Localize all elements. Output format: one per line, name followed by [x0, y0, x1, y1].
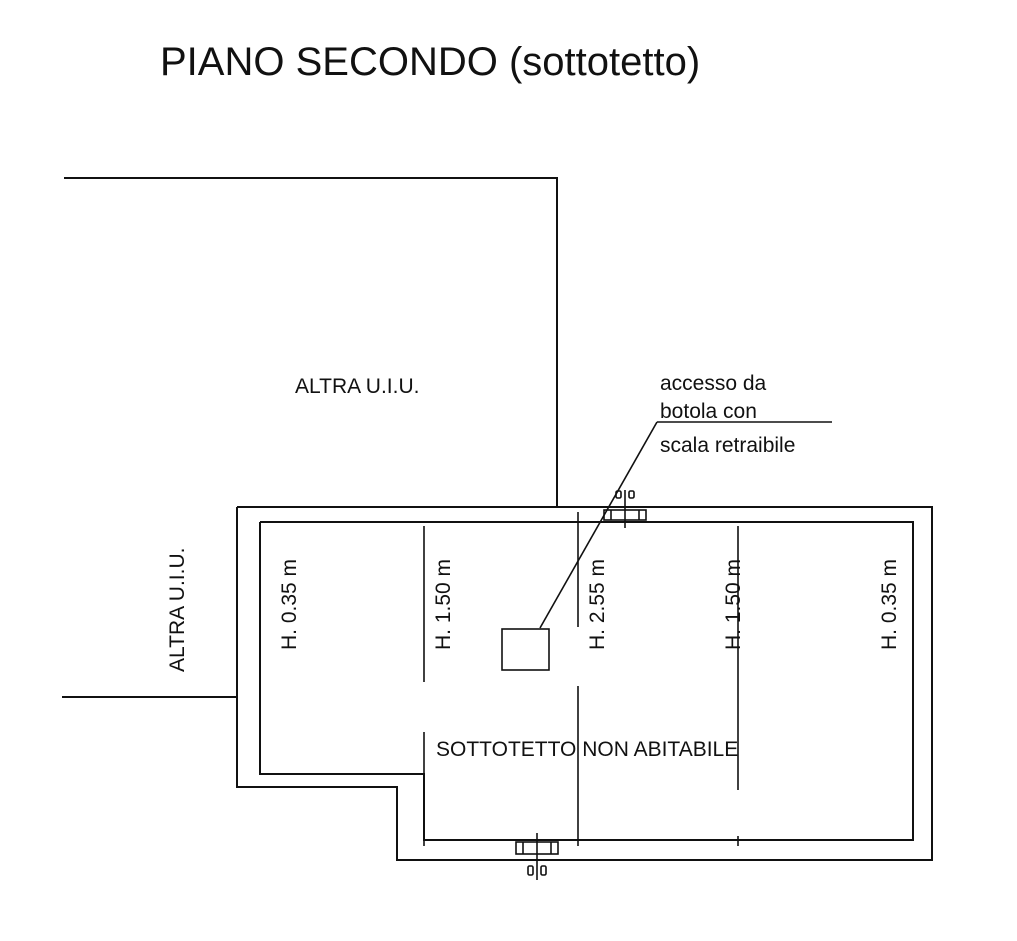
height-label: H. 1.50 m: [432, 559, 455, 650]
trapdoor-hatch: [501, 628, 550, 671]
access-note-line: accesso da: [660, 372, 767, 395]
area-label-left-neighbor: ALTRA U.I.U.: [166, 548, 189, 672]
access-note-line: botola con: [660, 400, 757, 423]
access-note-line: scala retraibile: [660, 434, 795, 457]
height-label: H. 0.35 m: [878, 559, 901, 650]
vent-symbol-top: [603, 490, 647, 528]
plan-title: PIANO SECONDO (sottotetto): [160, 40, 700, 84]
leader-line: [539, 421, 658, 629]
neighbor-unit-outline: [64, 177, 558, 507]
area-label-upper-neighbor: ALTRA U.I.U.: [295, 375, 419, 398]
height-label: H. 1.50 m: [722, 559, 745, 650]
height-label: H. 2.55 m: [586, 559, 609, 650]
vent-symbol-bottom: [515, 833, 559, 880]
height-label: H. 0.35 m: [278, 559, 301, 650]
outer-wall: [236, 506, 933, 861]
area-label-attic: SOTTOTETTO NON ABITABILE: [436, 738, 738, 761]
